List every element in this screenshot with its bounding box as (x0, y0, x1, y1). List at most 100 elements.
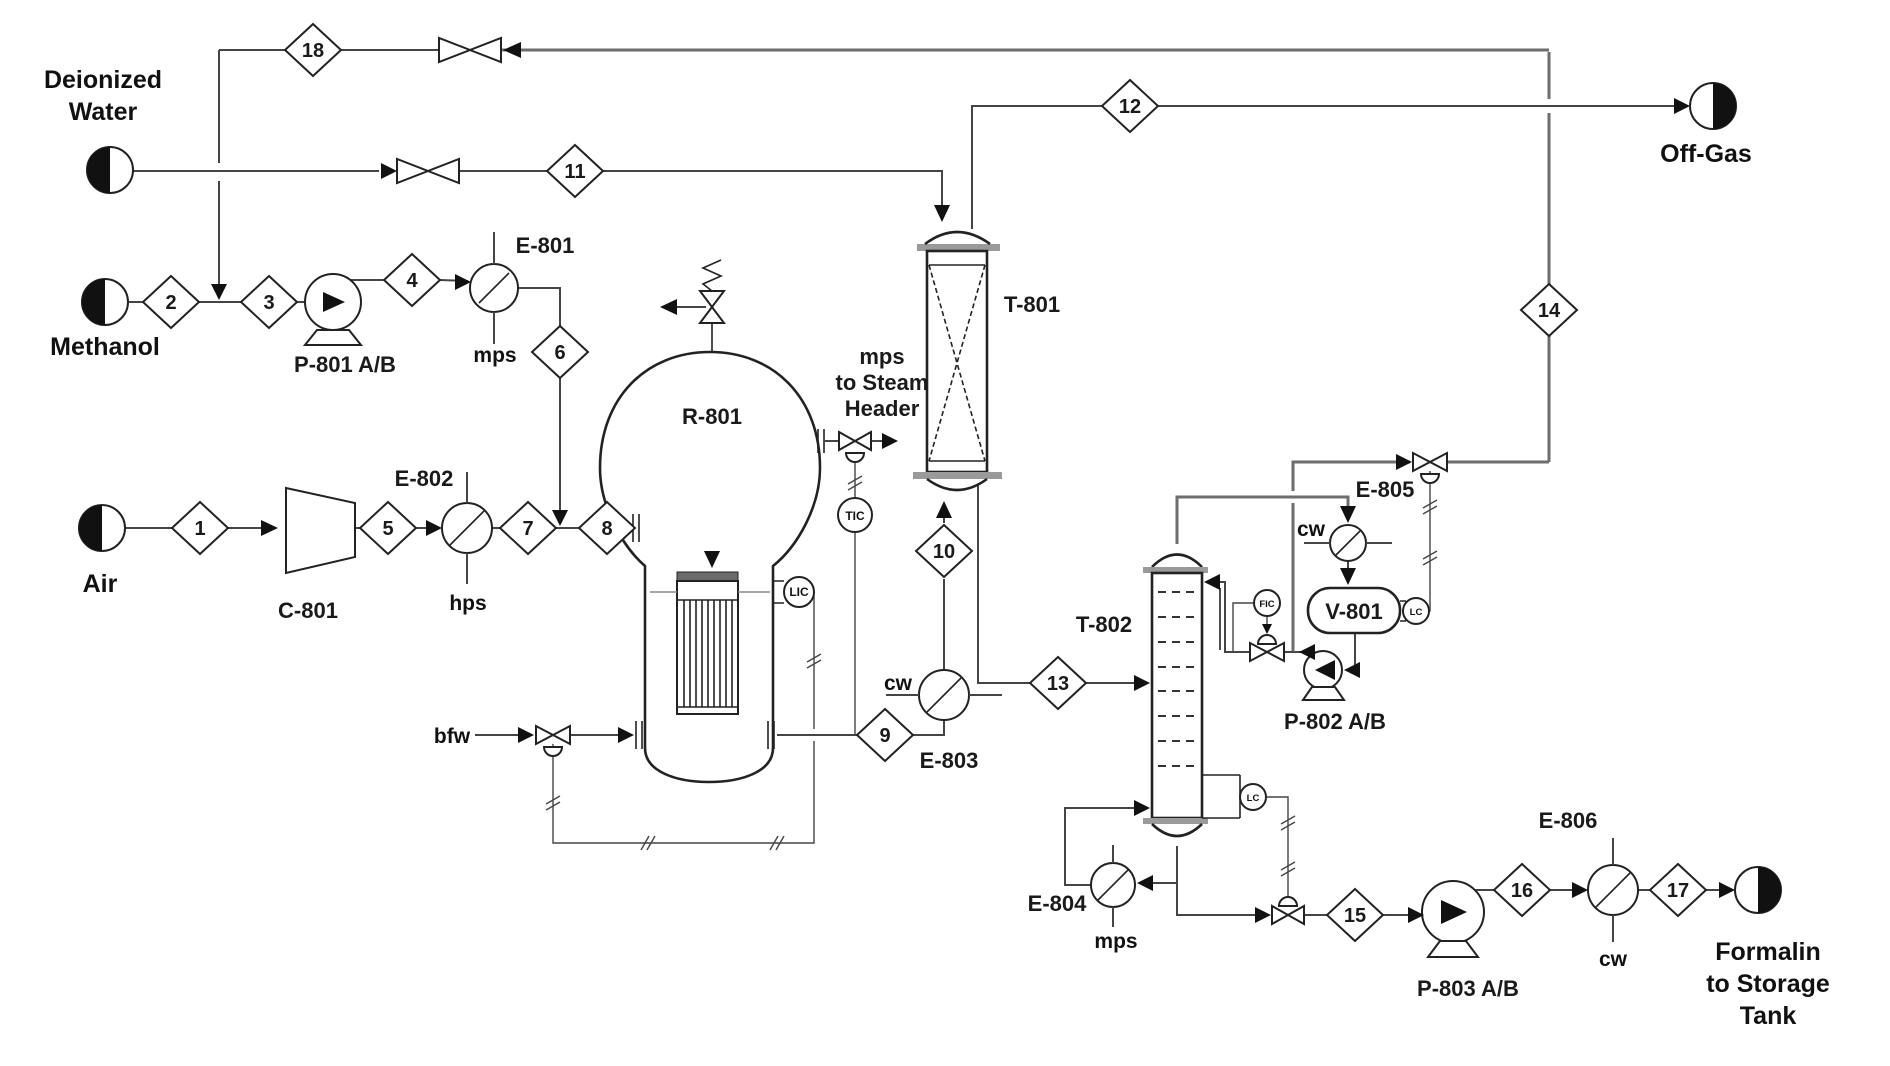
di-water-valve (396, 157, 460, 185)
offgas-outlet-symbol (1689, 82, 1737, 130)
e802-label: E-802 (395, 466, 454, 491)
stream-6: 6 (530, 324, 590, 380)
bfw-label: bfw (434, 725, 471, 748)
e803-cw-label: cw (884, 672, 913, 695)
stream-17: 17 (1648, 862, 1708, 918)
svg-text:10: 10 (933, 541, 955, 563)
t801-bottoms-line-13 (977, 481, 1148, 684)
recycle-line-18 (218, 48, 1551, 462)
svg-text:7: 7 (522, 518, 533, 540)
e805-condenser (1304, 524, 1392, 562)
svg-text:15: 15 (1344, 905, 1366, 927)
svg-text:16: 16 (1511, 880, 1533, 902)
t802-fic-controller: FIC (1253, 589, 1281, 617)
stream-12: 12 (1100, 78, 1160, 134)
steam-header-valve (824, 430, 898, 463)
stream-15: 15 (1325, 887, 1385, 943)
lic-label: LIC (789, 585, 809, 599)
e806-cw-label: cw (1599, 948, 1628, 971)
steam-header-label-3: Header (845, 396, 920, 421)
r801-reactor (598, 259, 822, 784)
e806-cooler (1587, 838, 1639, 942)
r801-lic-controller: LIC (773, 576, 815, 608)
e804-label: E-804 (1028, 891, 1087, 916)
recycle-lc-valve (1412, 451, 1448, 484)
e805-label: E-805 (1356, 477, 1415, 502)
flow-arrows (211, 42, 1735, 923)
t801-label: T-801 (1004, 292, 1060, 317)
di-water-label-2: Water (69, 98, 138, 126)
stream-18: 18 (283, 22, 343, 78)
v801-lc-signal-line (1422, 483, 1438, 612)
stream-5: 5 (358, 500, 418, 556)
stream-14: 14 (1519, 282, 1579, 338)
methanol-label: Methanol (50, 333, 160, 361)
t802-lc-signal-line (1266, 796, 1296, 905)
p802-suction-discharge (1291, 460, 1549, 671)
t801-overhead-line-12 (971, 105, 1688, 229)
t801-absorber (913, 230, 1002, 492)
svg-text:18: 18 (302, 40, 324, 62)
e806-label: E-806 (1539, 808, 1598, 833)
svg-text:3: 3 (263, 292, 274, 314)
svg-text:8: 8 (601, 518, 612, 540)
recycle-valve (438, 36, 502, 64)
svg-text:14: 14 (1538, 300, 1561, 322)
v801-lc-label: LC (1410, 607, 1423, 618)
e801-label: E-801 (516, 233, 575, 258)
svg-text:13: 13 (1047, 673, 1069, 695)
air-inlet-symbol (78, 504, 126, 552)
e803-label: E-803 (920, 748, 979, 773)
tic-label: TIC (845, 509, 865, 523)
e801-vaporizer (469, 232, 519, 344)
di-water-inlet-symbol (86, 146, 134, 194)
lic-signal-line (545, 592, 822, 851)
di-water-label-1: Deionized (44, 66, 162, 94)
stream-8: 8 (577, 500, 637, 556)
steam-header-label-2: to Steam (836, 370, 929, 395)
methanol-inlet-symbol (81, 278, 129, 326)
t802-lc-controller: LC (1202, 774, 1267, 819)
stream-9: 9 (855, 707, 915, 763)
stream-2: 2 (141, 274, 201, 330)
e805-cw-label: cw (1297, 518, 1326, 541)
stream-13: 13 (1028, 655, 1088, 711)
svg-text:1: 1 (194, 518, 205, 540)
t802-bottoms-line (1176, 846, 1422, 916)
reflux-line (1208, 581, 1293, 653)
t802-column (1143, 553, 1208, 838)
v801-lc-controller: LC (1402, 597, 1430, 625)
formalin-label-3: Tank (1740, 1002, 1797, 1030)
svg-text:5: 5 (382, 518, 393, 540)
svg-text:4: 4 (406, 270, 418, 292)
steam-header-label-1: mps (859, 344, 904, 369)
r801-tic-controller: TIC (837, 497, 873, 533)
p802-label: P-802 A/B (1284, 709, 1386, 734)
svg-text:11: 11 (564, 161, 585, 183)
deionized-water-line (133, 170, 943, 206)
svg-text:17: 17 (1667, 880, 1689, 902)
svg-text:6: 6 (554, 342, 565, 364)
svg-text:9: 9 (879, 725, 890, 747)
c801-compressor (285, 486, 356, 575)
t802-label: T-802 (1076, 612, 1132, 637)
bfw-control-valve (535, 724, 571, 757)
stream-3: 3 (239, 274, 299, 330)
t802-trays (1158, 591, 1194, 767)
v801-label: V-801 (1325, 599, 1383, 624)
reflux-control-valve (1249, 624, 1285, 663)
formalin-outlet-symbol (1734, 866, 1782, 914)
formalin-label-2: to Storage (1706, 970, 1830, 998)
c801-label: C-801 (278, 598, 338, 623)
offgas-label: Off-Gas (1660, 140, 1752, 168)
p802-pump (1301, 650, 1346, 701)
stream-11: 11 (545, 143, 605, 199)
p801-pump (302, 273, 364, 346)
svg-text:2: 2 (165, 292, 176, 314)
stream-10: 10 (914, 523, 974, 579)
fic-label: FIC (1259, 599, 1274, 610)
e802-hps-label: hps (449, 592, 486, 615)
r801-label: R-801 (682, 404, 742, 429)
formalin-label-1: Formalin (1715, 938, 1821, 966)
